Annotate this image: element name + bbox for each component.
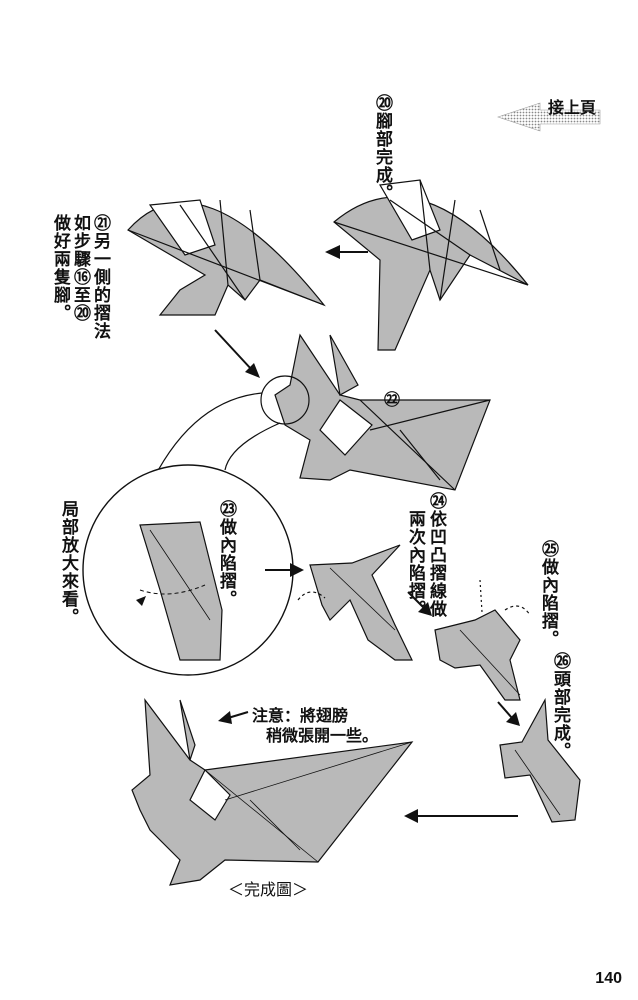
step20-text: ⑳腳部完成。 [372,94,392,202]
step25-text: ㉕做內陷摺。 [538,540,558,648]
step24-col1: ㉔依凹凸摺線做 [426,492,446,618]
step26-figure [499,697,581,823]
step22-figure [274,333,491,491]
page-number: 140 [595,970,622,987]
step24-col2: 兩次內陷摺。 [405,510,425,618]
step22-number: ㉒ [384,390,401,409]
step23-caption: 做內陷摺。 [216,518,236,608]
step23-closeup [82,464,294,676]
arrow-24-to-25 [407,591,432,616]
arrow-21-to-22 [214,329,260,378]
final-note-line1: 注意：將翅膀 [252,706,349,725]
step20-figure [333,179,529,351]
step21-line1: 另一側的摺法 [90,232,110,340]
step26-caption: 頭部完成。 [550,670,570,760]
step24-figure [297,544,413,661]
final-note-line2: 稍微張開一些。 [266,726,379,745]
closeup-circle-small [260,375,310,425]
step20-caption: 腳部完成。 [372,112,392,202]
step21-col1: ㉑另一側的摺法 [90,214,110,340]
step24-number: ㉔ [426,492,446,510]
step26-number: ㉖ [550,652,570,670]
arrow-23-to-24 [265,563,304,577]
step25-figure [434,579,531,701]
note-arrow [218,711,249,724]
final-caption: ＜完成圖＞ [228,880,309,899]
step25-caption: 做內陷摺。 [538,558,558,648]
step20-number: ⑳ [372,94,392,112]
step25-number: ㉕ [538,540,558,558]
step21-col3: 做好兩隻腳。 [50,214,70,322]
step21-number: ㉑ [90,214,110,232]
step24-line1: 依凹凸摺線做 [426,510,446,618]
continue-label: 接上頁 [548,98,597,117]
step23-number: ㉓ [216,500,236,518]
arrow-26-to-final [404,809,518,823]
closeup-note: 局部放大來看。 [58,500,78,626]
continue-arrow [497,102,601,132]
step21-col2: 如步驟⑯至⑳ [70,214,90,322]
step21-figure [127,199,326,316]
arrow-25-to-26 [497,701,520,726]
step23-text: ㉓做內陷摺。 [216,500,236,608]
arrow-20-to-21 [325,245,368,259]
final-figure [131,698,414,886]
step26-text: ㉖頭部完成。 [550,652,570,760]
